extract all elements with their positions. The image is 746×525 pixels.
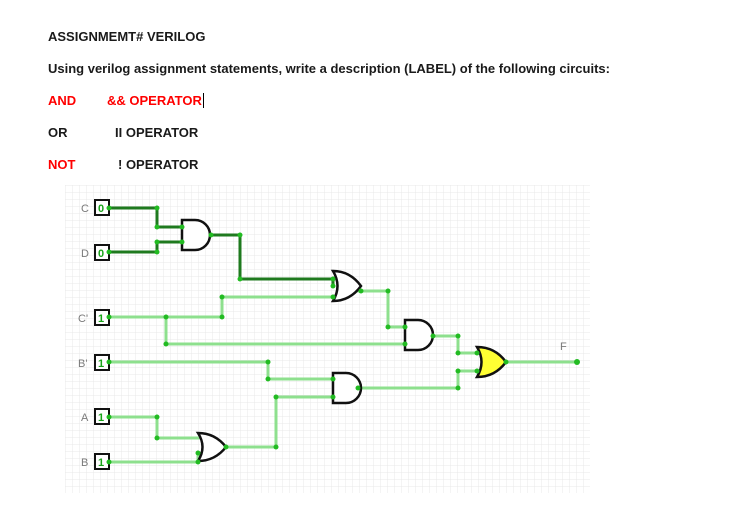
input-c[interactable]: C 0	[81, 199, 110, 216]
input-c-value: 0	[98, 203, 104, 215]
and-gate-2[interactable]	[403, 318, 435, 352]
operator-or-name: OR	[48, 125, 68, 140]
operator-not-desc: ! OPERATOR	[118, 157, 199, 172]
input-d-value: 0	[98, 248, 104, 260]
operator-and-name: AND	[48, 93, 77, 108]
text-cursor	[202, 93, 204, 108]
instruction-text: Using verilog assignment statements, wri…	[48, 61, 610, 76]
input-b-label: B	[81, 457, 88, 469]
circuit-inputs[interactable]: C 0 D 0 C' 1 B' 1 A 1 B 1	[78, 199, 110, 470]
grid-background	[65, 185, 590, 493]
logic-circuit-canvas[interactable]: C 0 D 0 C' 1 B' 1 A 1 B 1	[65, 185, 590, 493]
input-c-prime-value: 1	[98, 313, 104, 325]
input-b[interactable]: B 1	[81, 453, 110, 470]
input-c-label: C	[81, 203, 89, 215]
operator-or-desc: II OPERATOR	[115, 125, 199, 140]
input-b-value: 1	[98, 457, 104, 469]
or-gate-output[interactable]	[474, 345, 508, 379]
input-b-prime-label: B'	[78, 358, 87, 370]
input-d[interactable]: D 0	[81, 244, 110, 261]
input-a[interactable]: A 1	[81, 408, 110, 425]
assignment-heading: ASSIGNMEMT# VERILOG	[48, 29, 206, 44]
output-f-label: F	[560, 341, 567, 353]
input-a-label: A	[81, 412, 89, 424]
input-b-prime-value: 1	[98, 358, 104, 370]
or-gate-ab[interactable]	[195, 431, 228, 463]
input-d-label: D	[81, 248, 89, 260]
wire-junction-nodes	[106, 205, 580, 465]
operator-not-name: NOT	[48, 157, 76, 172]
input-c-prime-label: C'	[78, 313, 88, 325]
input-a-value: 1	[98, 412, 104, 424]
or-gate-1[interactable]	[330, 269, 363, 303]
and-gate-3[interactable]	[331, 371, 363, 405]
and-gate-cd[interactable]	[180, 218, 212, 252]
logic-gates[interactable]	[180, 218, 508, 463]
operator-and-desc[interactable]: && OPERATOR	[107, 93, 204, 108]
